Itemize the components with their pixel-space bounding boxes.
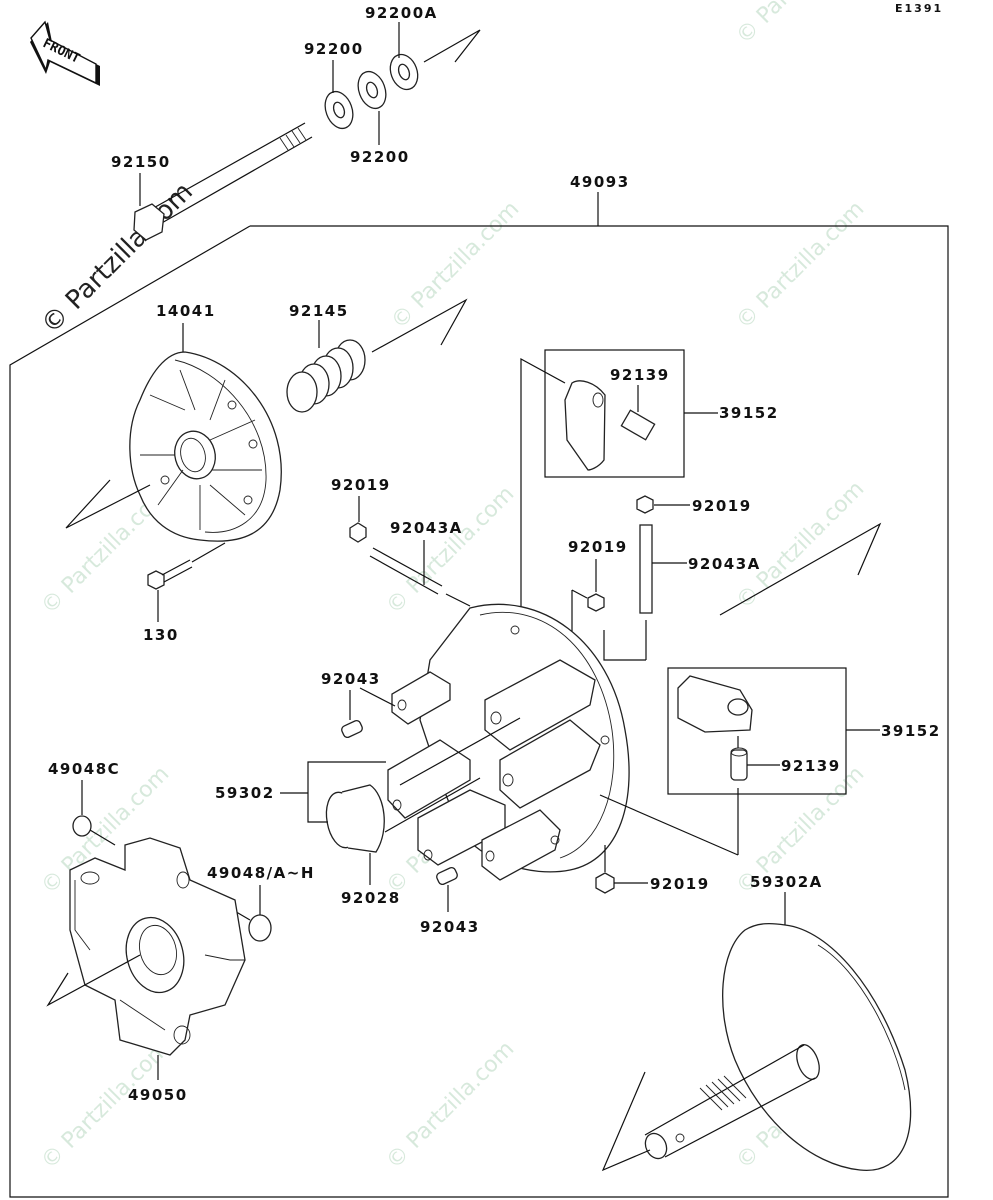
assembly-frame <box>9 192 949 1198</box>
watermark: © Partzilla.com <box>37 1037 175 1175</box>
label-49048C: 49048C <box>48 760 120 778</box>
nut-92019-bottom <box>595 845 648 894</box>
nut-pin-right <box>603 495 690 661</box>
spider-49050 <box>46 837 246 1080</box>
washers <box>324 22 481 145</box>
watermark: © Partzilla.com <box>732 197 870 335</box>
label-92043A: 92043A <box>390 519 463 537</box>
label-92139: 92139 <box>610 366 670 384</box>
cover-14041 <box>65 323 282 542</box>
label-92200: 92200 <box>350 148 410 166</box>
fixed-sheave-59302A <box>601 892 912 1172</box>
label-92019: 92019 <box>568 538 628 556</box>
diagram-code: E1391 <box>895 2 943 15</box>
movable-sheave-59302 <box>359 603 739 881</box>
label-92139: 92139 <box>781 757 841 775</box>
weights-49048 <box>72 780 272 942</box>
watermark: © Partzilla.com <box>732 0 870 49</box>
label-92019: 92019 <box>692 497 752 515</box>
label-92028: 92028 <box>341 889 401 907</box>
bolt-130 <box>147 542 226 622</box>
label-92019: 92019 <box>650 875 710 893</box>
direction-line <box>719 522 882 616</box>
label-92145: 92145 <box>289 302 349 320</box>
label-92200: 92200 <box>304 40 364 58</box>
label-92043: 92043 <box>321 670 381 688</box>
label-92200A: 92200A <box>365 4 438 22</box>
label-92019: 92019 <box>331 476 391 494</box>
label-49050: 49050 <box>128 1086 188 1104</box>
label-59302A: 59302A <box>750 873 823 891</box>
label-92150: 92150 <box>111 153 171 171</box>
watermark: © Partzilla.com <box>732 477 870 615</box>
pin-92043-top <box>341 690 363 738</box>
watermark: © Partzilla.com <box>382 482 520 620</box>
bolt-92150 <box>133 122 313 241</box>
weight-arm-kit-top <box>520 349 718 683</box>
label-39152: 39152 <box>719 404 779 422</box>
bushing-92028 <box>280 761 386 885</box>
label-92043: 92043 <box>420 918 480 936</box>
spring-92145 <box>286 298 468 413</box>
front-arrow-icon: FRONT <box>30 20 100 86</box>
label-130: 130 <box>143 626 179 644</box>
label-59302: 59302 <box>215 784 275 802</box>
nut-pin-left <box>349 496 471 607</box>
label-39152: 39152 <box>881 722 941 740</box>
label-49048-A-H: 49048/A~H <box>207 864 315 882</box>
pin-92043-bottom <box>436 867 458 912</box>
watermark: © Partzilla.com <box>387 197 525 335</box>
label-49093: 49093 <box>570 173 630 191</box>
watermark: © Partzilla.com <box>382 1037 520 1175</box>
weight-arm-kit-bottom <box>667 667 880 795</box>
label-92043A: 92043A <box>688 555 761 573</box>
label-14041: 14041 <box>156 302 216 320</box>
